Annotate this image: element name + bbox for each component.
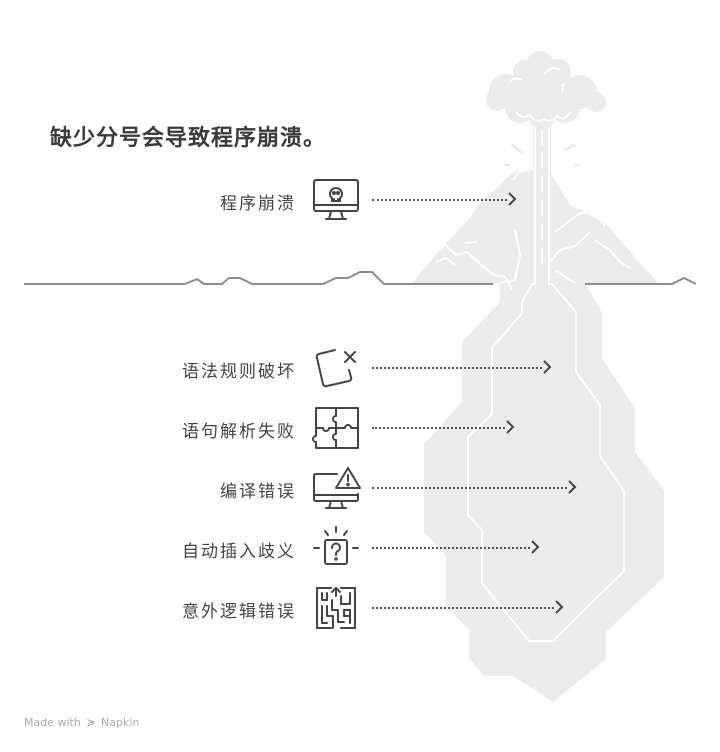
row-unexpected-logic-error: 意外逻辑错误	[0, 586, 720, 630]
row-label: 编译错误	[220, 482, 296, 502]
row-label: 自动插入歧义	[182, 542, 296, 562]
row-label: 程序崩溃	[220, 194, 296, 214]
brand-text: Napkin	[101, 716, 140, 729]
chevron-right-icon	[543, 360, 552, 374]
chevron-right-icon	[506, 420, 515, 434]
chevron-right-icon	[508, 192, 517, 206]
connector-dots	[372, 367, 542, 371]
row-auto-insertion-ambiguity: 自动插入歧义	[0, 526, 720, 570]
maze-icon	[311, 586, 361, 630]
row-program-crash: 程序崩溃	[0, 178, 720, 222]
puzzle-icon	[311, 406, 361, 450]
napkin-logo-icon: ≽	[86, 716, 96, 729]
row-label: 意外逻辑错误	[182, 602, 296, 622]
broken-square-x-icon	[311, 346, 361, 390]
row-syntax-rule-broken: 语法规则破坏	[0, 346, 720, 390]
chevron-right-icon	[531, 540, 540, 554]
footer-attribution: Made with ≽ Napkin	[24, 716, 139, 729]
page-title: 缺少分号会导致程序崩溃。	[50, 125, 327, 151]
question-box-icon	[311, 526, 361, 570]
connector-dots	[372, 607, 554, 611]
chevron-right-icon	[568, 480, 577, 494]
row-label: 语法规则破坏	[182, 362, 296, 382]
connector-dots	[372, 199, 507, 203]
connector-dots	[372, 547, 530, 551]
row-label: 语句解析失败	[182, 422, 296, 442]
connector-dots	[372, 487, 567, 491]
chevron-right-icon	[555, 600, 564, 614]
connector-dots	[372, 427, 505, 431]
monitor-warning-icon	[311, 466, 361, 510]
row-statement-parse-failed: 语句解析失败	[0, 406, 720, 450]
made-with-text: Made with	[24, 716, 81, 729]
row-compile-error: 编译错误	[0, 466, 720, 510]
monitor-skull-icon	[311, 178, 361, 222]
